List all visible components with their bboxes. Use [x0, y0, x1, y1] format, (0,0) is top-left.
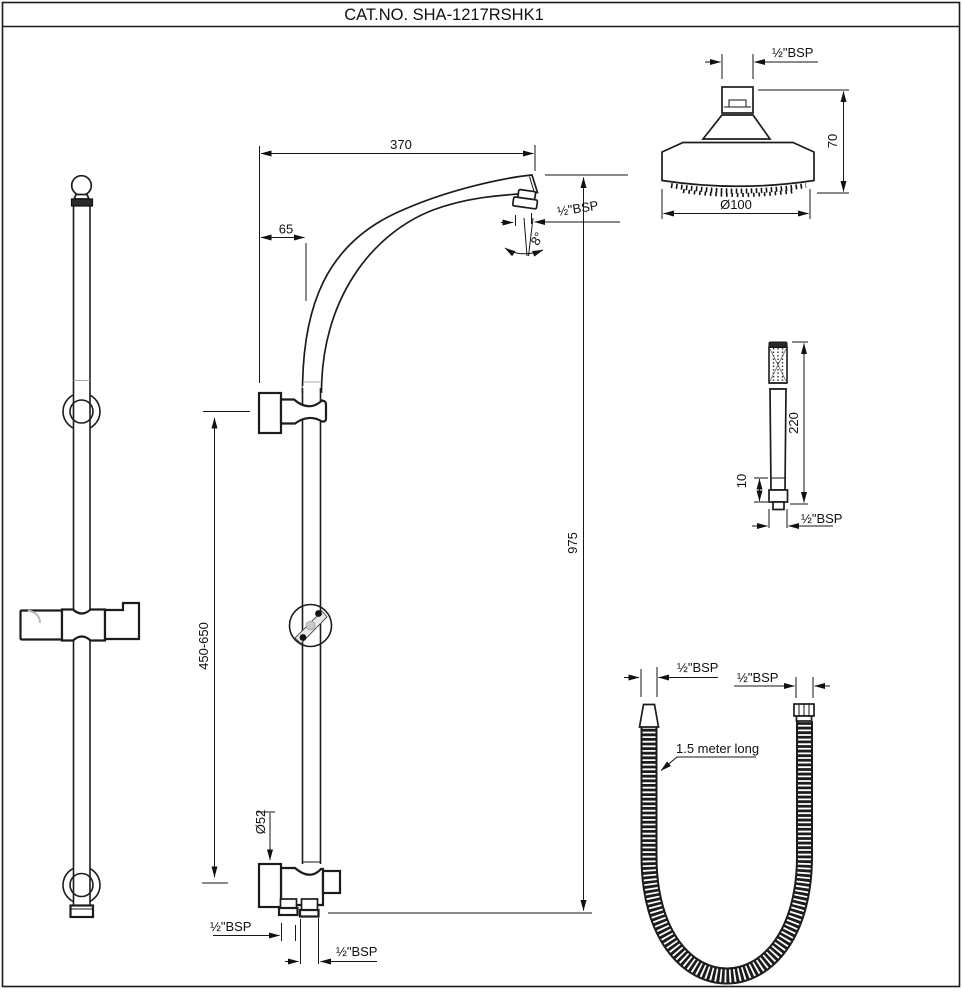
dim-arm-outlet-bsp: ½"BSP	[556, 198, 599, 219]
arm-outlet-fitting	[511, 188, 539, 210]
dim-arm-reach: 370	[390, 137, 412, 152]
diverter-screw-top	[315, 610, 322, 617]
rail-top-collar	[70, 198, 94, 207]
diverter-knob	[288, 603, 333, 648]
bottom-block-right-boss	[321, 869, 342, 895]
dim-wall-offset: 65	[279, 222, 293, 237]
dim-flange-diameter: Ø52	[253, 810, 268, 835]
bottom-inlet-block	[257, 862, 342, 918]
dim-hand-collar: 10	[734, 474, 749, 488]
dim-hand-outlet-bsp: ½"BSP	[210, 919, 251, 934]
upper-wall-bracket	[257, 391, 328, 435]
riser-pipe-assembly: 370 65 ½"BSP 8° 975 450-650 Ø52	[196, 137, 628, 965]
lower-wall-mount-disc	[69, 872, 94, 898]
rail-top-ball-cap	[70, 174, 93, 197]
slide-rail	[19, 174, 141, 919]
dim-hose-end1-bsp: ½"BSP	[677, 660, 718, 675]
dim-arm-outlet-angle: 8°	[527, 230, 546, 248]
overhead-nozzles-row1	[670, 183, 807, 194]
dim-overhead-height: 70	[825, 134, 840, 148]
dim-hose-end2-bsp: ½"BSP	[737, 670, 778, 685]
dim-bracket-adjust-range: 450-650	[196, 622, 211, 670]
bottom-wall-flange	[257, 862, 283, 909]
curved-shower-arm	[301, 174, 539, 393]
inlet-connector	[300, 898, 319, 911]
hose-body	[640, 721, 813, 985]
hand-shower-outlet	[279, 898, 298, 909]
dim-hand-bsp: ½"BSP	[801, 511, 842, 526]
overhead-nozzles-row2	[682, 189, 796, 197]
dim-overall-height: 975	[565, 532, 580, 554]
hose-length-note: 1.5 meter long	[676, 741, 759, 756]
hand-shower-dimensions: 220 10 ½"BSP	[734, 341, 842, 529]
hose-dimensions: ½"BSP ½"BSP 1.5 meter long	[624, 660, 830, 771]
rail-bottom-cap	[69, 904, 95, 919]
overhead-shower: ½"BSP 70 Ø100	[661, 45, 849, 219]
dim-overhead-diameter: Ø100	[720, 197, 752, 212]
hand-shower-handle	[769, 388, 787, 491]
diverter-screw-bottom	[299, 634, 307, 641]
upper-wall-mount-disc	[69, 399, 94, 424]
overhead-neck	[701, 114, 772, 140]
hand-shower-collar	[768, 489, 789, 503]
dim-overhead-bsp: ½"BSP	[772, 45, 813, 60]
dim-inlet-bsp: ½"BSP	[336, 944, 377, 959]
overhead-dome	[661, 141, 815, 188]
dim-hand-length: 220	[786, 412, 801, 434]
overhead-dimensions: ½"BSP 70 Ø100	[661, 45, 849, 219]
shower-hose: ½"BSP ½"BSP 1.5 meter long	[624, 660, 830, 985]
catalog-number: CAT.NO. SHA-1217RSHK1	[344, 6, 544, 24]
hose-cone-connector	[638, 703, 660, 728]
hand-shower-connector	[772, 501, 785, 511]
hand-shower-holder	[19, 601, 141, 642]
hand-shower: 220 10 ½"BSP	[734, 341, 842, 529]
riser-dimensions: 370 65 ½"BSP 8° 975 450-650 Ø52	[196, 137, 628, 965]
